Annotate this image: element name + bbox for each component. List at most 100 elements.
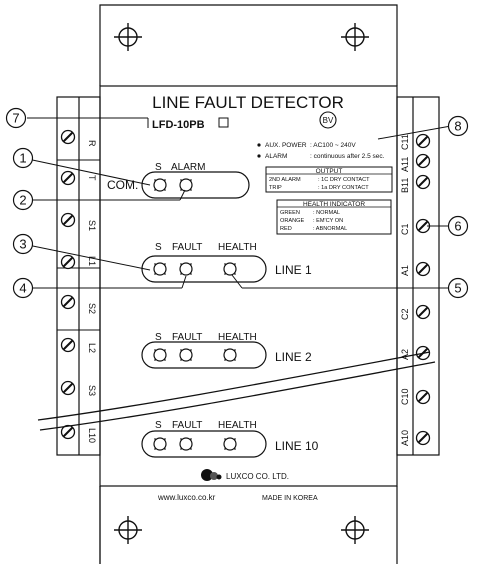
terminal-screw-icon bbox=[415, 389, 431, 405]
terminal-screw-icon bbox=[60, 337, 76, 353]
callout-marker: 1 bbox=[12, 147, 34, 169]
callout-number: 8 bbox=[454, 119, 461, 134]
terminal-screw-icon bbox=[415, 261, 431, 277]
led-indicator-icon bbox=[153, 437, 167, 451]
callout-number: 5 bbox=[454, 281, 461, 296]
terminal-screw-icon bbox=[60, 170, 76, 186]
callout-marker: 8 bbox=[447, 115, 469, 137]
health-row-label: RED bbox=[280, 226, 292, 232]
line10-led-panel bbox=[141, 430, 267, 458]
callout-leader bbox=[377, 125, 452, 140]
led-indicator-icon bbox=[153, 262, 167, 276]
model-checkbox-icon bbox=[218, 117, 229, 128]
line1-fault-label: FAULT bbox=[172, 242, 202, 253]
break-line bbox=[39, 361, 436, 431]
output-row-label: 2ND ALARM bbox=[269, 177, 301, 183]
line10-fault-label: FAULT bbox=[172, 420, 202, 431]
health-row-label: GREEN bbox=[280, 210, 300, 216]
callout-marker: 7 bbox=[5, 107, 27, 129]
led-indicator-icon bbox=[179, 262, 193, 276]
line2-health-label: HEALTH bbox=[218, 332, 257, 343]
line1-s-label: S bbox=[155, 242, 162, 253]
callout-marker: 4 bbox=[12, 277, 34, 299]
device-title: LINE FAULT DETECTOR bbox=[152, 93, 344, 112]
led-indicator-icon bbox=[153, 348, 167, 362]
right-terminal-screws bbox=[415, 133, 431, 446]
aux-power-label: AUX. POWER bbox=[265, 142, 307, 149]
terminal-label-a10: A10 bbox=[400, 430, 410, 446]
terminal-label-s2: S2 bbox=[87, 303, 97, 314]
terminal-label-a1: A1 bbox=[400, 265, 410, 276]
mounting-hole-icon bbox=[341, 516, 369, 544]
led-indicator-icon bbox=[179, 437, 193, 451]
mounting-hole-icon bbox=[341, 23, 369, 51]
line10-health-label: HEALTH bbox=[218, 420, 257, 431]
output-header: OUTPUT bbox=[316, 168, 343, 175]
terminal-label-c1: C1 bbox=[400, 223, 410, 235]
line10-s-label: S bbox=[155, 420, 162, 431]
mounting-holes bbox=[114, 23, 369, 544]
terminal-label-a11: A11 bbox=[400, 157, 410, 172]
line2-s-label: S bbox=[155, 332, 162, 343]
com-label: COM. bbox=[107, 178, 138, 192]
health-row-value: : NORMAL bbox=[313, 210, 340, 216]
output-row-value: : 1a DRY CONTACT bbox=[318, 185, 369, 191]
terminal-screw-icon bbox=[60, 212, 76, 228]
website: www.luxco.co.kr bbox=[157, 493, 216, 502]
led-indicator-icon bbox=[153, 178, 167, 192]
terminal-screw-icon bbox=[60, 129, 76, 145]
terminal-label-s1: S1 bbox=[87, 220, 97, 231]
mounting-hole-icon bbox=[114, 516, 142, 544]
health-row-value: : ABNORMAL bbox=[313, 226, 347, 232]
com-s-label: S bbox=[155, 162, 162, 173]
terminal-screw-icon bbox=[60, 254, 76, 270]
callout-number: 1 bbox=[19, 151, 26, 166]
line1-health-label: HEALTH bbox=[218, 242, 257, 253]
terminal-screw-icon bbox=[60, 424, 76, 440]
alarm-spec-label: ALARM bbox=[265, 153, 287, 160]
com-leds bbox=[153, 178, 193, 192]
callout-leader bbox=[231, 274, 243, 289]
line10-label: LINE 10 bbox=[275, 439, 319, 453]
terminal-label-s3: S3 bbox=[87, 385, 97, 396]
terminal-screw-icon bbox=[415, 304, 431, 320]
led-indicator-icon bbox=[223, 348, 237, 362]
callout-number: 3 bbox=[19, 237, 26, 252]
aux-power-value: : AC100 ~ 240V bbox=[310, 142, 356, 149]
callout-number: 4 bbox=[19, 281, 26, 296]
alarm-spec-value: : continuous after 2.5 sec. bbox=[310, 153, 385, 160]
line2-label: LINE 2 bbox=[275, 350, 312, 364]
terminal-label-a2: A2 bbox=[400, 349, 410, 360]
led-indicator-icon bbox=[223, 262, 237, 276]
line2-led-panel bbox=[141, 341, 267, 369]
model-number: LFD-10PB bbox=[152, 119, 205, 131]
callout-number: 2 bbox=[19, 193, 26, 208]
mounting-hole-icon bbox=[114, 23, 142, 51]
made-in: MADE IN KOREA bbox=[262, 495, 318, 502]
health-row-value: : EM'CY ON bbox=[313, 218, 343, 224]
terminal-label-c10: C10 bbox=[400, 388, 410, 405]
output-row-label: TRIP bbox=[269, 185, 282, 191]
line-leds bbox=[153, 262, 237, 451]
terminal-label-l1: L1 bbox=[87, 256, 97, 266]
terminal-label-l10: L10 bbox=[87, 428, 97, 443]
com-led-panel bbox=[141, 171, 250, 199]
terminal-screw-icon bbox=[415, 430, 431, 446]
top-flange bbox=[99, 4, 398, 86]
line1-led-panel bbox=[141, 255, 267, 283]
manufacturer-name: LUXCO CO. LTD. bbox=[226, 472, 289, 481]
terminal-screw-icon bbox=[60, 380, 76, 396]
output-row-value: : 1C DRY CONTACT bbox=[318, 177, 370, 183]
com-alarm-label: ALARM bbox=[171, 162, 205, 173]
terminal-label-r: R bbox=[87, 140, 97, 147]
bv-mark-icon bbox=[319, 111, 337, 129]
output-box bbox=[265, 166, 393, 193]
luxco-logo-icon bbox=[201, 469, 222, 481]
terminal-screw-icon bbox=[60, 294, 76, 310]
health-indicator-box bbox=[276, 199, 392, 235]
right-terminal-block bbox=[396, 96, 440, 456]
callout-leader bbox=[22, 157, 151, 186]
left-terminal-screws bbox=[60, 129, 76, 440]
